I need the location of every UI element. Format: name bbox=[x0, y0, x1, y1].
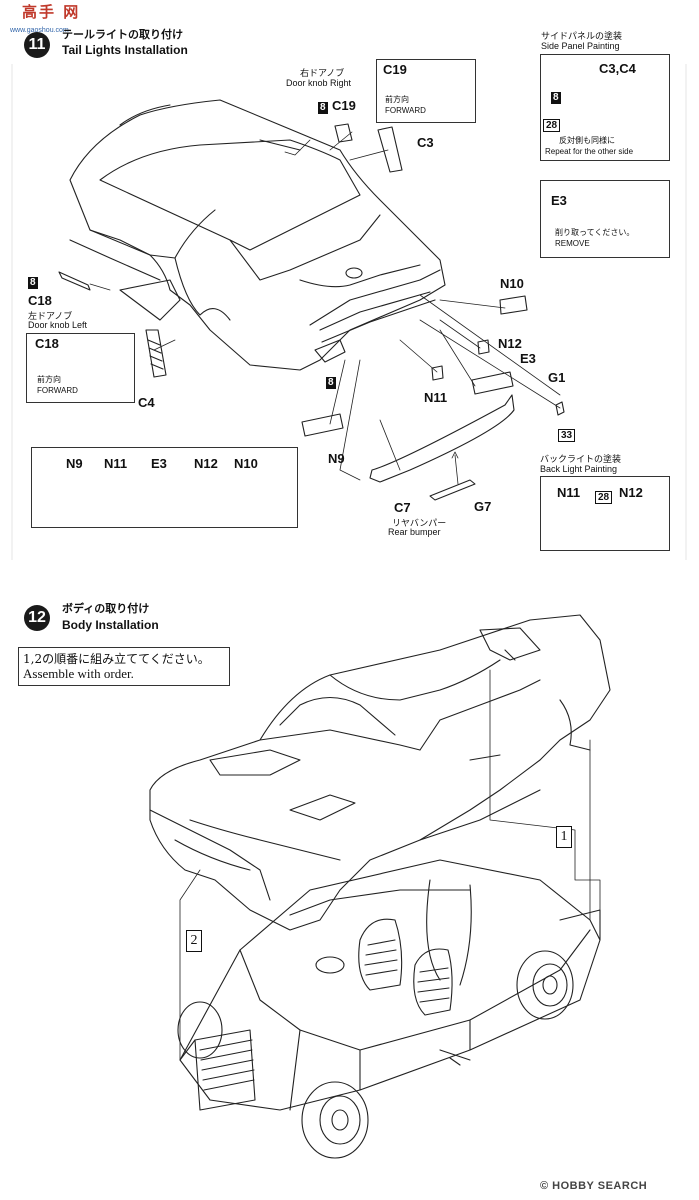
remove-part-label: E3 bbox=[551, 193, 567, 208]
n11-label: N11 bbox=[424, 390, 448, 405]
rear-bumper-jp: リヤバンパー bbox=[392, 519, 447, 529]
footer-brand: © HOBBY SEARCH bbox=[540, 1180, 647, 1192]
sequence-marker-2: 2 bbox=[186, 930, 202, 952]
n12-label: N12 bbox=[498, 336, 522, 351]
c19-color-badge: 8 bbox=[318, 102, 328, 114]
door-knob-right-en: Door knob Right bbox=[286, 78, 352, 88]
n9-part bbox=[301, 413, 344, 437]
n10-label: N10 bbox=[500, 276, 524, 291]
door-knob-left-jp: 左ドアノブ bbox=[28, 312, 73, 322]
copyright-icon: © bbox=[540, 1180, 549, 1192]
back-light-left: N11 bbox=[557, 485, 581, 500]
door-knob-left-en: Door knob Left bbox=[28, 320, 88, 330]
n11-part bbox=[431, 365, 444, 381]
assembly-order-note: 1,2の順番に組み立ててください。 Assemble with order. bbox=[18, 647, 230, 686]
g1-color-wrap: 33 bbox=[558, 425, 576, 443]
c4-part bbox=[145, 329, 167, 378]
c4-label: C4 bbox=[138, 395, 155, 410]
step-11-title-jp: テールライトの取り付け bbox=[62, 28, 183, 41]
c18-detail-box: C18 前方向 FORWARD bbox=[26, 333, 135, 403]
back-light-title-en: Back Light Painting bbox=[540, 464, 618, 474]
e3-label: E3 bbox=[520, 351, 536, 366]
remove-note-en: REMOVE bbox=[555, 239, 590, 248]
rear-body-shell bbox=[69, 99, 446, 371]
c18-color-badge: 8 bbox=[28, 277, 38, 289]
step-11-title-en: Tail Lights Installation bbox=[62, 43, 188, 57]
c7-label: C7 bbox=[394, 500, 411, 515]
c19-forward-jp: 前方向 bbox=[385, 95, 409, 104]
c3-part bbox=[377, 126, 403, 173]
n10-part bbox=[499, 295, 528, 315]
c18-forward-jp: 前方向 bbox=[37, 375, 61, 384]
g1-color-badge: 33 bbox=[558, 429, 576, 442]
n9-label: N9 bbox=[328, 451, 345, 466]
c19-detail-box: C19 前方向 FORWARD bbox=[376, 59, 476, 123]
c3-label: C3 bbox=[417, 135, 434, 150]
back-light-right: N12 bbox=[619, 485, 643, 500]
assembly-order-jp: 1,2の順番に組み立ててください。 bbox=[23, 652, 210, 666]
watermark-url: www.gaoshou.com bbox=[10, 27, 69, 34]
body-color-badge-wrap: 8 bbox=[326, 372, 336, 390]
side-panel-box: C3,C4 8 28 反対側も同様に Repeat for the other … bbox=[540, 54, 670, 161]
footer-brand-text: HOBBY SEARCH bbox=[552, 1180, 648, 1192]
remove-note-jp: 削り取ってください。 bbox=[555, 228, 635, 237]
c19-label: C19 bbox=[332, 98, 356, 113]
strip-label-e3: E3 bbox=[151, 456, 167, 471]
side-panel-color-a-wrap: 8 bbox=[551, 87, 561, 105]
g1-part bbox=[555, 401, 565, 416]
side-panel-color-a: 8 bbox=[551, 92, 561, 104]
c18-label-row: 8 bbox=[28, 272, 38, 290]
watermark-logo: 高手 网 bbox=[22, 3, 81, 21]
side-panel-color-b-wrap: 28 bbox=[543, 115, 561, 133]
step-12-number: 12 bbox=[24, 605, 50, 631]
c7-bumper bbox=[369, 394, 515, 483]
back-light-title-jp: バックライトの塗装 bbox=[540, 455, 622, 465]
light-strip-box bbox=[31, 447, 298, 528]
n12-part bbox=[477, 339, 490, 355]
side-panel-note-en: Repeat for the other side bbox=[545, 147, 634, 156]
remove-box: E3 削り取ってください。 REMOVE bbox=[540, 180, 670, 258]
g7-part bbox=[429, 479, 476, 501]
rear-bumper-en: Rear bumper bbox=[388, 527, 441, 537]
c19-label-row: 8 C19 bbox=[318, 97, 356, 115]
c18-forward-en: FORWARD bbox=[37, 386, 78, 395]
side-panel-title-jp: サイドパネルの塗装 bbox=[541, 32, 623, 42]
c19-box-label: C19 bbox=[383, 62, 407, 77]
door-knob-right-jp: 右ドアノブ bbox=[300, 69, 345, 79]
step-11-number: 11 bbox=[24, 32, 50, 58]
c18-part bbox=[58, 271, 91, 291]
side-panel-note-jp: 反対側も同様に bbox=[559, 136, 615, 145]
g1-label: G1 bbox=[548, 370, 566, 385]
back-light-box: N11 28 N12 bbox=[540, 476, 670, 551]
c19-forward-en: FORWARD bbox=[385, 106, 426, 115]
strip-label-n9: N9 bbox=[66, 456, 83, 471]
c19-part bbox=[334, 123, 353, 143]
g7-label: G7 bbox=[474, 499, 492, 514]
full-body-shell bbox=[149, 614, 611, 931]
back-light-color: 28 bbox=[595, 491, 613, 504]
step-12-title-en: Body Installation bbox=[62, 618, 159, 632]
step-12-title-jp: ボディの取り付け bbox=[62, 602, 150, 615]
strip-label-n11: N11 bbox=[104, 456, 128, 471]
side-panel-parts: C3,C4 bbox=[599, 61, 636, 76]
strip-label-n12: N12 bbox=[194, 456, 218, 471]
side-panel-title-en: Side Panel Painting bbox=[541, 41, 620, 51]
body-color-badge: 8 bbox=[326, 377, 336, 389]
back-light-color-wrap: 28 bbox=[595, 487, 613, 505]
assembly-order-en: Assemble with order. bbox=[23, 666, 134, 681]
chassis bbox=[177, 859, 601, 1159]
c18-label: C18 bbox=[28, 293, 52, 308]
strip-label-n10: N10 bbox=[234, 456, 258, 471]
sequence-marker-1: 1 bbox=[556, 826, 572, 848]
side-panel-color-b: 28 bbox=[543, 119, 561, 132]
c18-box-label: C18 bbox=[35, 336, 59, 351]
e3-part bbox=[471, 371, 514, 395]
